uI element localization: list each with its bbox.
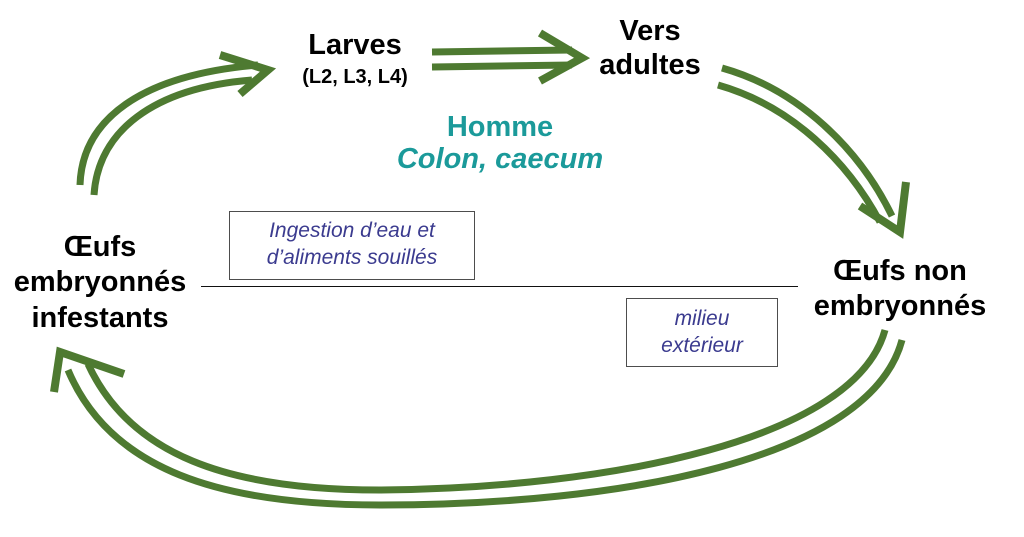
arrow-oeufs-to-larves — [76, 51, 277, 196]
node-oeufs-embryonnes-infestants: Œufs embryonnés infestants — [0, 230, 200, 336]
arrow-larves-to-vers — [431, 29, 591, 85]
node-larves: Larves (L2, L3, L4) — [270, 28, 440, 89]
oeufs-emb-line3: infestants — [31, 301, 169, 334]
larves-title: Larves — [308, 29, 402, 61]
arrow-vers-to-oeufs-non — [717, 64, 910, 239]
ingestion-box: Ingestion d’eau et d’aliments souillés — [229, 211, 475, 280]
milieu-line2: extérieur — [661, 333, 743, 357]
vers-adultes-line1: Vers — [619, 15, 681, 47]
node-oeufs-non-embryonnes: Œufs non embryonnés — [790, 254, 1010, 325]
ingestion-line2: d’aliments souillés — [266, 245, 438, 269]
oeufs-non-line2: embryonnés — [813, 290, 987, 323]
milieu-line1: milieu — [674, 307, 730, 330]
host-title: Homme — [446, 111, 554, 143]
ingestion-line1: Ingestion d’eau et — [269, 219, 435, 242]
node-vers-adultes: Vers adultes — [570, 14, 730, 82]
host-site: Colon, caecum — [396, 143, 604, 176]
oeufs-emb-line1: Œufs — [63, 231, 137, 263]
milieu-exterieur-box: milieu extérieur — [626, 298, 778, 367]
host-environment-separator — [201, 286, 798, 287]
oeufs-emb-line2: embryonnés — [13, 266, 187, 299]
oeufs-non-line1: Œufs non — [833, 255, 967, 287]
host-label: Homme Colon, caecum — [360, 111, 640, 176]
arrow-oeufs-non-to-oeufs-emb — [50, 329, 906, 509]
vers-adultes-line2: adultes — [599, 49, 701, 82]
larves-stages: (L2, L3, L4) — [302, 65, 408, 88]
